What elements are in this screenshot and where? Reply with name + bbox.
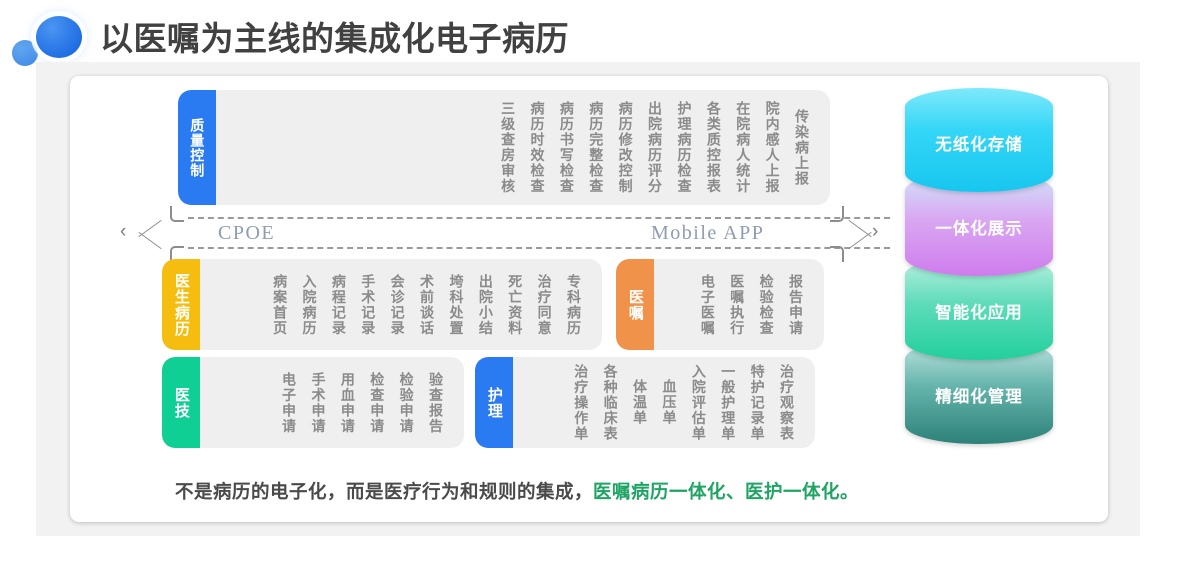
decor-dot-small-icon: [12, 40, 38, 66]
cylinder-paperless-storage[interactable]: 无纸化存储: [905, 88, 1053, 192]
group-row-doctor-records: 医生病历 专科病历 治疗同意 死亡资料 出院小结 垮科处置 术前谈话 会诊记录 …: [162, 259, 602, 350]
group-panel-orders: 医嘱 报告申请 检验检查 医嘱执行 电子医嘱: [616, 259, 824, 350]
cylinder-label: 智能化应用: [935, 304, 1023, 322]
divider-corner-hook-right-bottom: [830, 246, 844, 262]
group-item[interactable]: 专科病历: [566, 273, 582, 336]
group-items-quality: 传染病上报 院内感人上报 在院病人统计 各类质控报表 护理病历检查 出院病历评分…: [216, 90, 830, 205]
group-row-quality: 质量控制 传染病上报 院内感人上报 在院病人统计 各类质控报表 护理病历检查 出…: [178, 90, 830, 205]
cylinder-integrated-display[interactable]: 一体化展示: [905, 172, 1053, 276]
group-item[interactable]: 检查申请: [369, 371, 386, 434]
group-item[interactable]: 护理病历检查: [676, 101, 693, 194]
group-items-med-tech: 验查报告 检验申请 检查申请 用血申请 手术申请 电子申请: [200, 357, 464, 448]
group-tab-quality[interactable]: 质量控制: [178, 90, 216, 205]
group-item[interactable]: 出院病历评分: [647, 101, 664, 194]
group-item[interactable]: 体温单: [632, 379, 649, 426]
decor-dot-large-icon: [36, 16, 82, 58]
group-item[interactable]: 治疗同意: [536, 273, 553, 336]
group-item[interactable]: 治疗操作单: [573, 363, 590, 442]
divider-corner-hook-left-top: [170, 206, 184, 222]
page-title: 以医嘱为主线的集成化电子病历: [100, 20, 569, 57]
group-item[interactable]: 入院评估单: [690, 363, 707, 442]
group-items-orders: 报告申请 检验检查 医嘱执行 电子医嘱: [654, 259, 824, 350]
group-item[interactable]: 一般护理单: [720, 363, 737, 442]
footer-statement-plain: 不是病历的电子化，而是医疗行为和规则的集成，: [175, 481, 594, 502]
footer-statement-highlight: 医嘱病历一体化、医护一体化。: [593, 481, 860, 502]
divider-band: ‹ › CPOE Mobile APP: [120, 206, 890, 262]
group-item[interactable]: 医嘱执行: [729, 273, 746, 336]
group-item[interactable]: 三级查房审核: [500, 101, 517, 194]
group-item[interactable]: 垮科处置: [448, 273, 465, 336]
group-tab-orders[interactable]: 医嘱: [616, 259, 654, 350]
label-mobile-app: Mobile APP: [645, 222, 771, 245]
group-panel-nursing: 护理 治疗观察表 特护记录单 一般护理单 入院评估单 血压单 体温单 各种临床表…: [475, 357, 815, 448]
group-item[interactable]: 报告申请: [788, 273, 804, 336]
cylinder-label: 一体化展示: [935, 220, 1023, 238]
group-item[interactable]: 病案首页: [272, 273, 289, 336]
group-item[interactable]: 病程记录: [330, 273, 347, 336]
arrow-wing-left-bottom: [138, 231, 162, 250]
group-panel-med-tech: 医技 验查报告 检验申请 检查申请 用血申请 手术申请 电子申请: [162, 357, 464, 448]
group-item[interactable]: 检验申请: [398, 371, 415, 434]
group-item[interactable]: 传染病上报: [794, 108, 810, 187]
group-item[interactable]: 各种临床表: [602, 363, 619, 442]
group-items-nursing: 治疗观察表 特护记录单 一般护理单 入院评估单 血压单 体温单 各种临床表 治疗…: [513, 357, 815, 448]
cylinder-label: 无纸化存储: [935, 136, 1023, 154]
group-item[interactable]: 出院小结: [477, 273, 494, 336]
group-tab-nursing[interactable]: 护理: [475, 357, 513, 448]
label-cpoe: CPOE: [212, 222, 282, 245]
group-row-med-tech: 医技 验查报告 检验申请 检查申请 用血申请 手术申请 电子申请: [162, 357, 464, 448]
divider-corner-hook-right-top: [830, 206, 844, 222]
divider-dash-line-top: [188, 217, 890, 219]
group-item[interactable]: 各类质控报表: [705, 101, 722, 194]
group-item[interactable]: 入院病历: [301, 273, 318, 336]
group-tab-doctor-records[interactable]: 医生病历: [162, 259, 200, 350]
group-item[interactable]: 治疗观察表: [779, 363, 795, 442]
divider-dash-line-bottom: [188, 247, 890, 249]
page-header: 以医嘱为主线的集成化电子病历: [0, 0, 1184, 66]
group-item[interactable]: 血压单: [661, 379, 678, 426]
group-item[interactable]: 电子申请: [281, 371, 298, 434]
group-item[interactable]: 死亡资料: [507, 273, 524, 336]
group-row-orders: 医嘱 报告申请 检验检查 医嘱执行 电子医嘱: [616, 259, 824, 350]
group-item[interactable]: 病历完整检查: [588, 101, 605, 194]
group-item[interactable]: 术前谈话: [419, 273, 436, 336]
group-item[interactable]: 病历修改控制: [617, 101, 634, 194]
group-item[interactable]: 用血申请: [339, 371, 356, 434]
group-tab-med-tech[interactable]: 医技: [162, 357, 200, 448]
group-panel-doctor-records: 医生病历 专科病历 治疗同意 死亡资料 出院小结 垮科处置 术前谈话 会诊记录 …: [162, 259, 602, 350]
cylinder-stack: 精细化管理 智能化应用 一体化展示 无纸化存储: [905, 88, 1053, 456]
cylinder-label: 精细化管理: [935, 388, 1023, 406]
divider-corner-hook-left-bottom: [170, 246, 184, 262]
group-item[interactable]: 检验检查: [758, 273, 775, 336]
group-item[interactable]: 特护记录单: [749, 363, 766, 442]
group-item[interactable]: 在院病人统计: [735, 101, 752, 194]
group-item[interactable]: 病历书写检查: [558, 101, 575, 194]
arrow-left-icon: ‹: [120, 221, 127, 242]
footer-statement: 不是病历的电子化，而是医疗行为和规则的集成，医嘱病历一体化、医护一体化。: [175, 478, 859, 504]
group-item[interactable]: 验查报告: [428, 371, 444, 434]
group-item[interactable]: 手术记录: [360, 273, 377, 336]
group-row-nursing: 护理 治疗观察表 特护记录单 一般护理单 入院评估单 血压单 体温单 各种临床表…: [475, 357, 815, 448]
group-item[interactable]: 手术申请: [310, 371, 327, 434]
group-item[interactable]: 院内感人上报: [764, 101, 781, 194]
group-items-doctor-records: 专科病历 治疗同意 死亡资料 出院小结 垮科处置 术前谈话 会诊记录 手术记录 …: [200, 259, 602, 350]
group-item[interactable]: 电子医嘱: [699, 273, 716, 336]
group-panel-quality: 质量控制 传染病上报 院内感人上报 在院病人统计 各类质控报表 护理病历检查 出…: [178, 90, 830, 205]
group-item[interactable]: 会诊记录: [389, 273, 406, 336]
arrow-right-icon: ›: [872, 221, 879, 242]
group-item[interactable]: 病历时效检查: [529, 101, 546, 194]
